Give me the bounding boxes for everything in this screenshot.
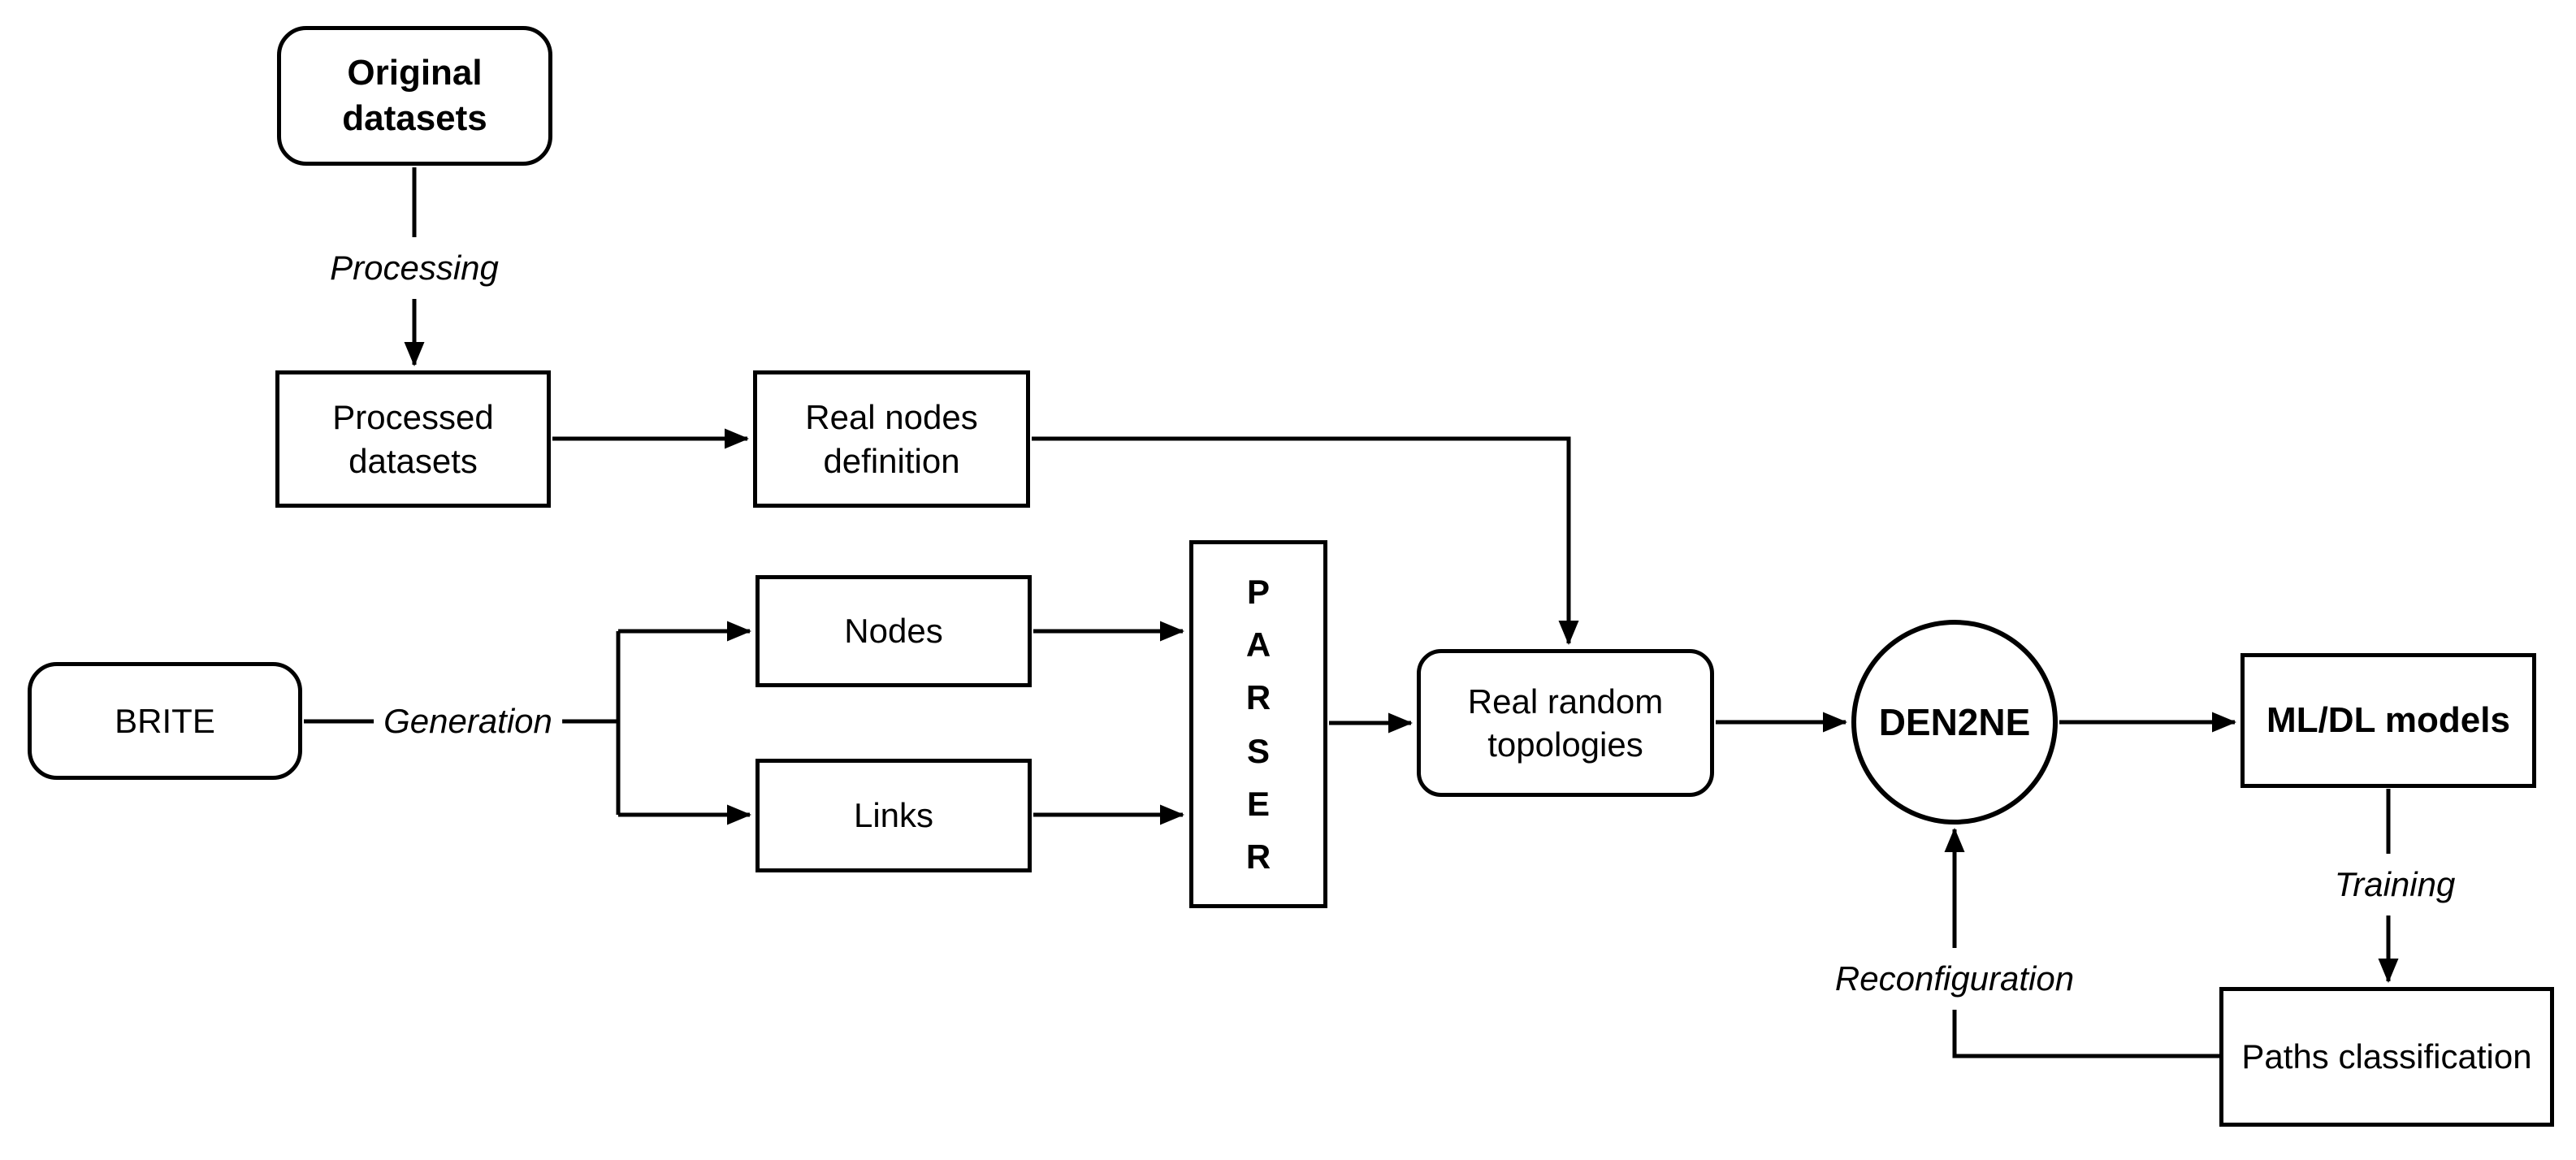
node-ml-dl-models-label: ML/DL models [2266, 700, 2510, 741]
node-processed-datasets-label: Processed datasets [332, 398, 494, 480]
node-real-nodes-definition: Real nodes definition [753, 370, 1030, 508]
node-brite-label: BRITE [115, 701, 215, 740]
edge-label-generation: Generation [374, 690, 562, 752]
node-real-random-topologies-label: Real random topologies [1467, 682, 1664, 764]
node-real-nodes-definition-label: Real nodes definition [805, 398, 978, 480]
node-brite: BRITE [28, 662, 302, 780]
node-links-label: Links [853, 796, 934, 835]
edge-label-reconfiguration: Reconfiguration [1825, 948, 2085, 1010]
node-parser-label: PARSER [1245, 573, 1271, 876]
edge-real-nodes-definition-to-topologies [1032, 436, 1579, 646]
node-real-random-topologies: Real random topologies [1417, 649, 1714, 797]
node-original-datasets-label: Original datasets [342, 53, 487, 138]
edge-label-training: Training [2324, 854, 2466, 915]
edge-paths-to-den2ne-reconfiguration [1944, 827, 2219, 1058]
node-processed-datasets: Processed datasets [275, 370, 551, 508]
node-links: Links [755, 759, 1032, 872]
node-den2ne-label: DEN2NE [1878, 700, 2031, 743]
node-original-datasets: Original datasets [277, 26, 552, 166]
node-parser: PARSER [1189, 540, 1327, 908]
node-ml-dl-models: ML/DL models [2240, 653, 2536, 788]
node-paths-classification: Paths classification [2219, 987, 2554, 1127]
edge-label-processing: Processing [320, 237, 509, 299]
node-den2ne: DEN2NE [1851, 620, 2058, 825]
node-paths-classification-label: Paths classification [2241, 1037, 2532, 1076]
node-nodes-label: Nodes [844, 612, 943, 651]
node-nodes: Nodes [755, 575, 1032, 687]
